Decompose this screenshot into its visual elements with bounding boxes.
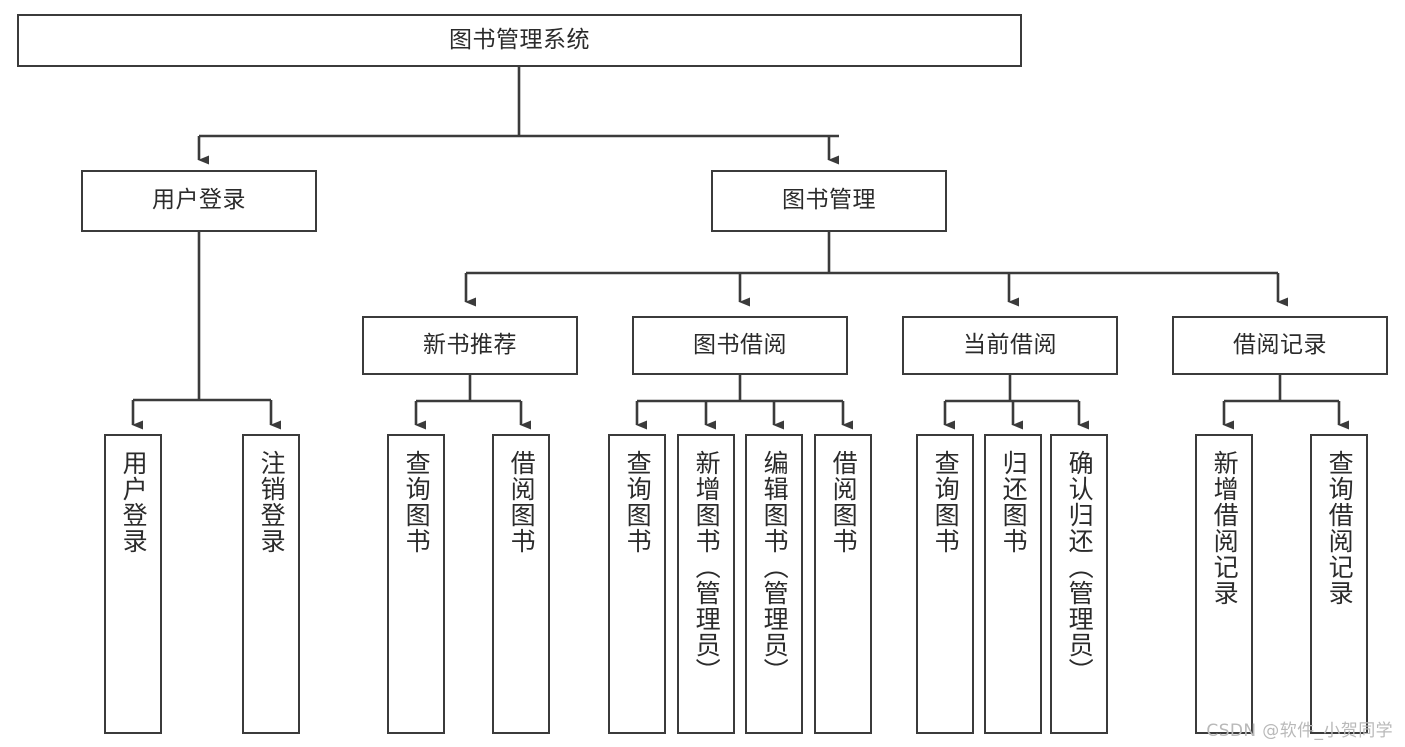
- node-leaf-current-query-book[interactable]: 查询图书: [916, 434, 974, 734]
- node-new-book-recommend[interactable]: 新书推荐: [362, 316, 578, 375]
- node-label: 确认归还（管理员）: [1065, 450, 1095, 684]
- node-label: 查询图书: [623, 450, 653, 554]
- node-label: 查询借阅记录: [1325, 450, 1355, 606]
- node-label: 新书推荐: [423, 331, 517, 358]
- node-label: 归还图书: [999, 450, 1029, 554]
- node-label: 查询图书: [931, 450, 961, 554]
- node-current-borrow[interactable]: 当前借阅: [902, 316, 1118, 375]
- node-label: 图书借阅: [693, 331, 787, 358]
- node-label: 查询图书: [402, 450, 432, 554]
- node-label: 新增图书（管理员）: [692, 450, 722, 684]
- edges-level2-user-login-to-leaves: [131, 232, 281, 430]
- node-user-login[interactable]: 用户登录: [81, 170, 317, 232]
- watermark: CSDN @软件_小贺同学: [1206, 721, 1393, 741]
- edges-root-to-level2: [197, 67, 839, 165]
- node-leaf-current-return-book[interactable]: 归还图书: [984, 434, 1042, 734]
- node-leaf-user-login-signin[interactable]: 用户登录: [104, 434, 162, 734]
- edges-level2-book-mgmt-to-level3: [464, 232, 1288, 307]
- node-label: 用户登录: [119, 450, 149, 554]
- node-label: 用户登录: [152, 187, 246, 214]
- node-leaf-recommend-borrow-book[interactable]: 借阅图书: [492, 434, 550, 734]
- node-label: 借阅记录: [1233, 331, 1327, 358]
- node-label: 借阅图书: [507, 450, 537, 554]
- node-leaf-borrow-add-book-admin[interactable]: 新增图书（管理员）: [677, 434, 735, 734]
- node-label: 借阅图书: [829, 450, 859, 554]
- node-label: 图书管理系统: [449, 26, 590, 53]
- node-leaf-borrow-query-book[interactable]: 查询图书: [608, 434, 666, 734]
- edges-borrow-record-to-leaves: [1222, 375, 1349, 430]
- node-leaf-record-query-record[interactable]: 查询借阅记录: [1310, 434, 1368, 734]
- node-label: 编辑图书（管理员）: [760, 450, 790, 684]
- node-leaf-borrow-borrow-book[interactable]: 借阅图书: [814, 434, 872, 734]
- node-root-library-system[interactable]: 图书管理系统: [17, 14, 1022, 67]
- node-leaf-borrow-edit-book-admin[interactable]: 编辑图书（管理员）: [745, 434, 803, 734]
- node-leaf-user-login-signout[interactable]: 注销登录: [242, 434, 300, 734]
- node-label: 注销登录: [257, 450, 287, 554]
- node-label: 当前借阅: [963, 331, 1057, 358]
- edges-new-book-recommend-to-leaves: [414, 375, 531, 430]
- edges-current-borrow-to-leaves: [943, 375, 1089, 430]
- node-leaf-recommend-query-book[interactable]: 查询图书: [387, 434, 445, 734]
- node-label: 图书管理: [782, 187, 876, 214]
- node-book-management[interactable]: 图书管理: [711, 170, 947, 232]
- edges-book-borrow-to-leaves: [635, 375, 853, 430]
- node-label: 新增借阅记录: [1210, 450, 1240, 606]
- node-leaf-record-add-record[interactable]: 新增借阅记录: [1195, 434, 1253, 734]
- node-leaf-current-confirm-return-admin[interactable]: 确认归还（管理员）: [1050, 434, 1108, 734]
- node-book-borrow[interactable]: 图书借阅: [632, 316, 848, 375]
- node-borrow-record[interactable]: 借阅记录: [1172, 316, 1388, 375]
